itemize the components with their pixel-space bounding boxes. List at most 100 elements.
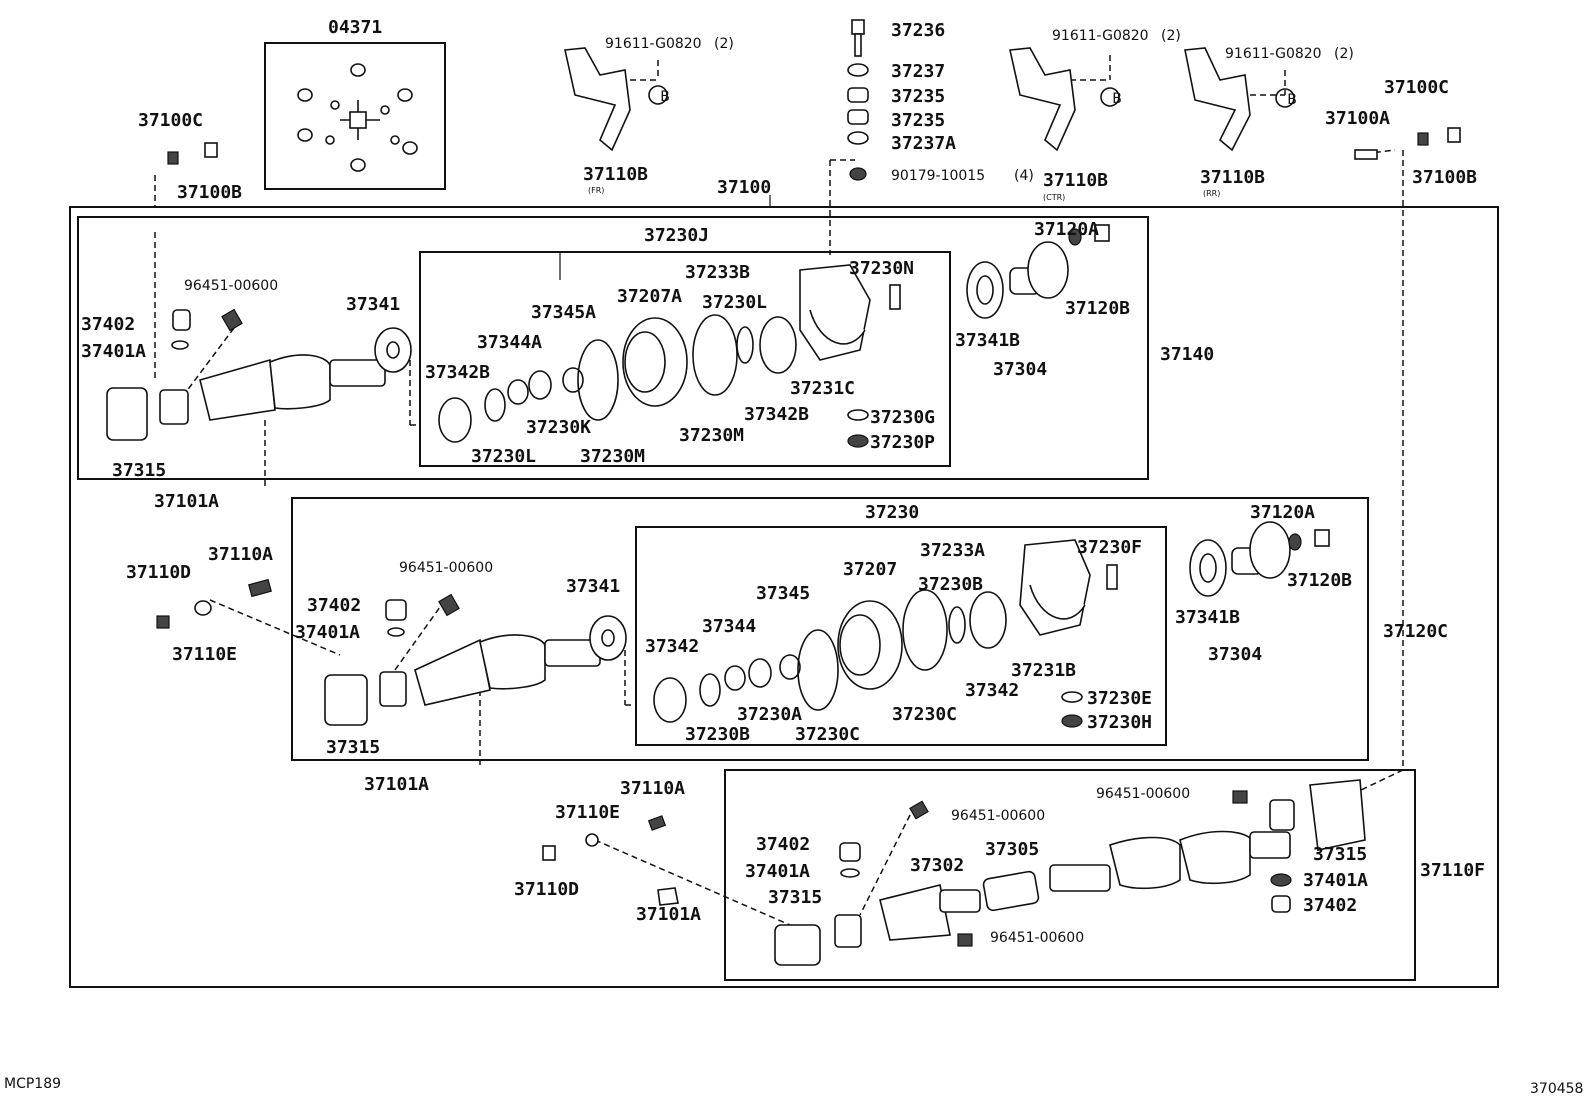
- label-37344: 37344: [702, 616, 756, 637]
- label-37402-low: 37402: [756, 834, 810, 855]
- label-37110f: 37110F: [1420, 860, 1485, 881]
- label-37100c-right: 37100C: [1384, 77, 1449, 98]
- label-37341-top: 37341: [346, 294, 400, 315]
- center-shaft-parts: [156, 578, 627, 726]
- label-37230b-top: 37230B: [918, 574, 983, 595]
- label-37235-b: 37235: [891, 110, 945, 131]
- label-37110e-low: 37110E: [555, 802, 620, 823]
- center-bearing-box-37230J: [419, 251, 951, 467]
- label-37345: 37345: [756, 583, 810, 604]
- label-37100b-right: 37100B: [1412, 167, 1477, 188]
- label-37342b-right: 37342B: [744, 404, 809, 425]
- label-37100c-left: 37100C: [138, 110, 203, 131]
- label-37120a-mid: 37120A: [1250, 502, 1315, 523]
- front-shaft-box-37140: [77, 216, 1149, 480]
- label-37344a: 37344A: [477, 332, 542, 353]
- label-37237: 37237: [891, 61, 945, 82]
- label-37345a: 37345A: [531, 302, 596, 323]
- label-37302: 37302: [910, 855, 964, 876]
- leader-lines: [154, 55, 1404, 926]
- label-37401a-top: 37401A: [81, 341, 146, 362]
- label-96451-r2: 96451-00600: [951, 808, 1045, 824]
- label-37233b: 37233B: [685, 262, 750, 283]
- label-37230l-bot: 37230L: [471, 446, 536, 467]
- label-37110d-left: 37110D: [126, 562, 191, 583]
- label-37342-left: 37342: [645, 636, 699, 657]
- label-37315-low: 37315: [768, 887, 822, 908]
- label-04371: 04371: [328, 17, 382, 38]
- label-37110e-left: 37110E: [172, 644, 237, 665]
- label-37315-mid: 37315: [326, 737, 380, 758]
- label-96451-mid: 96451-00600: [399, 560, 493, 576]
- label-37230g: 37230G: [870, 407, 935, 428]
- label-37120c: 37120C: [1383, 621, 1448, 642]
- label-37230m-b: 37230M: [679, 425, 744, 446]
- label-37230e: 37230E: [1087, 688, 1152, 709]
- label-37100: 37100: [717, 177, 771, 198]
- label-37230l-top: 37230L: [702, 292, 767, 313]
- label-91611-rr-qty: (2): [1334, 46, 1354, 62]
- label-91611-ctr-qty: (2): [1161, 28, 1181, 44]
- label-37207a: 37207A: [617, 286, 682, 307]
- strap-brackets: [564, 47, 1295, 152]
- kit-04371-parts: [297, 63, 418, 172]
- label-37237a: 37237A: [891, 133, 956, 154]
- label-37230c-b: 37230C: [795, 724, 860, 745]
- label-91611-fr-qty: (2): [714, 36, 734, 52]
- label-37101a-top: 37101A: [154, 491, 219, 512]
- label-37110b-fr: 37110B: [583, 164, 648, 185]
- label-37100b-left: 37100B: [177, 182, 242, 203]
- part-labels: 04371 37100C 37100B 91611-G0820 (2) 3711…: [4, 17, 1583, 1097]
- label-37230j: 37230J: [644, 225, 709, 246]
- label-37230h: 37230H: [1087, 712, 1152, 733]
- label-37230k: 37230K: [526, 417, 591, 438]
- label-90179-qty: (4): [1014, 168, 1034, 184]
- label-37110a-low: 37110A: [620, 778, 685, 799]
- label-37230: 37230: [865, 502, 919, 523]
- bearing-37230J-parts: [438, 264, 901, 448]
- label-37401a-mid: 37401A: [295, 622, 360, 643]
- label-37304-top: 37304: [993, 359, 1047, 380]
- image-code: 370458: [1530, 1081, 1583, 1097]
- label-37140: 37140: [1160, 344, 1214, 365]
- rear-shaft-parts: [542, 779, 1366, 966]
- label-37305: 37305: [985, 839, 1039, 860]
- label-37342-right: 37342: [965, 680, 1019, 701]
- label-37110b-rr: 37110B: [1200, 167, 1265, 188]
- label-96451-top: 96451-00600: [184, 278, 278, 294]
- label-37120a-top: 37120A: [1034, 219, 1099, 240]
- label-37230c-a: 37230C: [892, 704, 957, 725]
- front-shaft-parts: [106, 308, 412, 441]
- center-bearing-box-37230: [635, 526, 1167, 746]
- label-91611-rr: 91611-G0820: [1225, 46, 1322, 62]
- label-37230a: 37230A: [737, 704, 802, 725]
- label-37231b: 37231B: [1011, 660, 1076, 681]
- label-90179: 90179-10015: [891, 168, 985, 184]
- label-37235-a: 37235: [891, 86, 945, 107]
- bearing-37230-parts: [653, 539, 1118, 728]
- label-37110a-left: 37110A: [208, 544, 273, 565]
- label-37207: 37207: [843, 559, 897, 580]
- label-37401a-right: 37401A: [1303, 870, 1368, 891]
- label-37110d-low: 37110D: [514, 879, 579, 900]
- kit-box-04371: [264, 42, 446, 190]
- rear-shaft-box-37110F: [724, 769, 1416, 981]
- label-37120b-mid: 37120B: [1287, 570, 1352, 591]
- label-37110b-ctr: 37110B: [1043, 170, 1108, 191]
- label-37230b-bot: 37230B: [685, 724, 750, 745]
- label-fr: (FR): [588, 186, 604, 195]
- label-37315-top: 37315: [112, 460, 166, 481]
- label-37233a: 37233A: [920, 540, 985, 561]
- label-37341b-mid: 37341B: [1175, 607, 1240, 628]
- label-rr: (RR): [1203, 189, 1220, 198]
- label-37230f: 37230F: [1077, 537, 1142, 558]
- label-37230p: 37230P: [870, 432, 935, 453]
- label-37315-right: 37315: [1313, 844, 1367, 865]
- label-37342b-left: 37342B: [425, 362, 490, 383]
- assembly-frame-37100: [69, 206, 1499, 988]
- label-37402-top: 37402: [81, 314, 135, 335]
- label-96451-r1: 96451-00600: [1096, 786, 1190, 802]
- label-37100a: 37100A: [1325, 108, 1390, 129]
